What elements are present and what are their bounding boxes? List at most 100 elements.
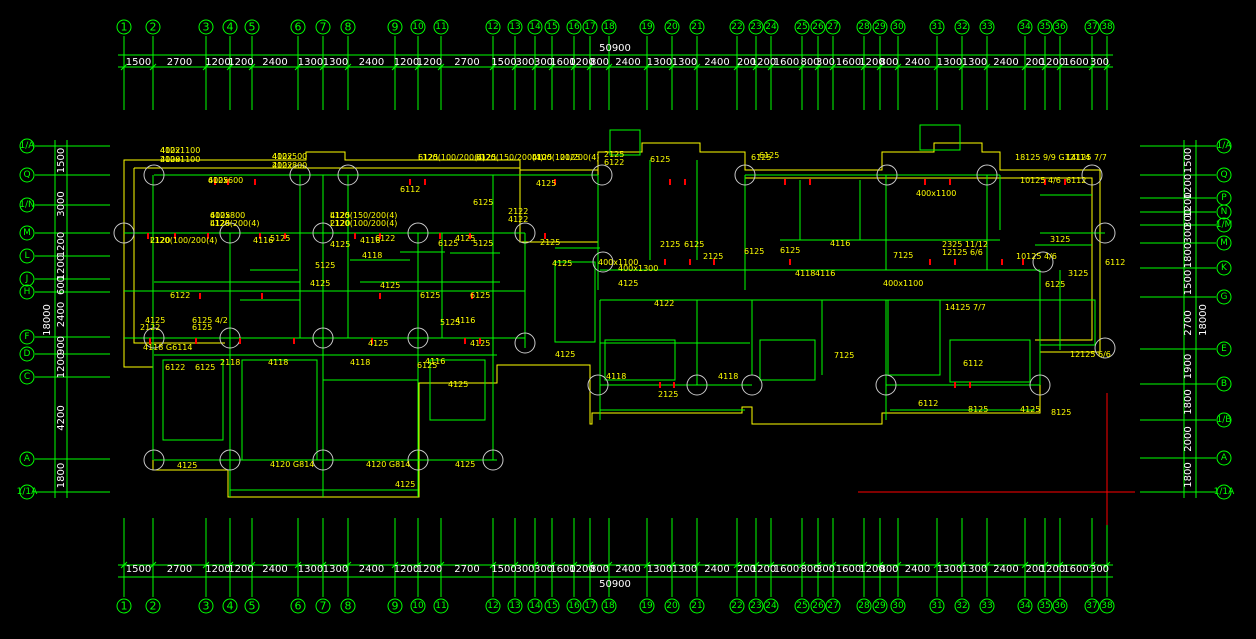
beam-label: 4122 [654,299,674,308]
axis-label-28: 28 [858,601,870,611]
beam-label: 2118 [220,358,240,367]
beam-label: 6125 [438,239,458,248]
dim-tick [344,561,352,569]
beam-label: 4116 [360,236,380,245]
axis-label-9: 9 [392,21,399,34]
dim-tick [202,63,210,71]
axis-label-left: 1/A [20,141,36,151]
axis-label-12: 12 [487,601,498,611]
axis-bubble [954,19,970,35]
axis-label-right: E [1221,344,1227,354]
dim-label-top: 1600 [1063,57,1088,68]
beam-label: 6122 [604,158,624,167]
axis-bubble [507,19,523,35]
dim-tick [511,561,519,569]
axis-bubble [527,19,543,35]
beam-label: 4125 [455,234,475,243]
dim-label-right: 1200 [1183,174,1194,199]
dim-tick [958,561,966,569]
axis-bubble [19,369,35,385]
beam-label: 6125 [684,240,704,249]
axis-bubble [387,19,403,35]
dim-tick [798,561,806,569]
axis-bubble [664,598,680,614]
dim-tick [548,63,556,71]
beam-label: 6125 [417,361,437,370]
axis-label-17: 17 [584,22,595,32]
dim-tick [1041,561,1049,569]
axis-bubble [664,19,680,35]
dim-tick [643,63,651,71]
column [1094,337,1116,359]
axis-label-35: 35 [1039,22,1050,32]
column [1081,164,1103,186]
beam-label: L120(100/200(4) [150,236,217,245]
axis-bubble [929,598,945,614]
dim-label-bottom: 200 [737,564,756,575]
beam-label: 14125 7/7 [945,303,986,312]
axis-bubble [1216,412,1232,428]
dim-tick [643,561,651,569]
axis-label-right: 1/B [1217,415,1232,425]
dim-tick [531,63,539,71]
axis-label-21: 21 [691,22,702,32]
axis-bubble [544,598,560,614]
dim-tick [860,561,868,569]
axis-label-right: K [1221,263,1228,273]
column [1029,374,1051,396]
axis-bubble [794,598,810,614]
dim-tick [570,63,578,71]
beam-label: 2125 [604,150,624,159]
structural-bay [162,359,224,441]
axis-bubble [810,598,826,614]
axis-bubble [1037,598,1053,614]
beam-label: 6112 [1105,258,1125,267]
dim-label-top: 1300 [962,57,987,68]
axis-label-left: F [24,332,29,342]
axis-bubble [810,19,826,35]
dim-label-top: 1200 [569,57,594,68]
beam-label: 4118 [268,358,288,367]
axis-bubble [890,19,906,35]
dim-label-top: 300 [1090,57,1109,68]
dim-tick [1021,561,1029,569]
dim-label-right: 1800 [1183,243,1194,268]
dim-tick [798,63,806,71]
dim-tick [1103,561,1111,569]
axis-label-23: 23 [750,601,761,611]
beam-label: 4125 [448,380,468,389]
structural-bay [1039,299,1096,346]
dim-label-top: 1200 [859,57,884,68]
axis-label-5: 5 [249,600,256,613]
dim-tick [933,561,941,569]
axis-label-7: 7 [320,600,327,613]
dim-tick [894,63,902,71]
beam-label: 2125 [658,390,678,399]
dim-tick [511,63,519,71]
axis-label-right: Q [1220,170,1227,180]
dim-label-bottom: 1300 [647,564,672,575]
axis-label-37: 37 [1086,601,1097,611]
beam-label: 4118 [350,358,370,367]
dim-tick [933,63,941,71]
dim-tick [586,561,594,569]
beam-label: 5125 [473,239,493,248]
axis-bubble [1037,19,1053,35]
beam-label: 400x1100 [916,189,956,198]
dim-tick [586,63,594,71]
structural-bay [919,124,961,151]
dim-tick [733,63,741,71]
axis-bubble [433,598,449,614]
axis-label-17: 17 [584,601,595,611]
axis-bubble [410,598,426,614]
axis-label-right: N [1221,207,1228,217]
axis-label-25: 25 [796,601,807,611]
dim-label-top: 300 [515,57,534,68]
axis-bubble [485,19,501,35]
axis-label-15: 15 [546,22,557,32]
axis-label-28: 28 [858,22,870,32]
axis-bubble [1216,376,1232,392]
beam-label: 6125 [744,247,764,256]
dim-label-bottom: 1200 [417,564,442,575]
axis-label-35: 35 [1039,601,1050,611]
